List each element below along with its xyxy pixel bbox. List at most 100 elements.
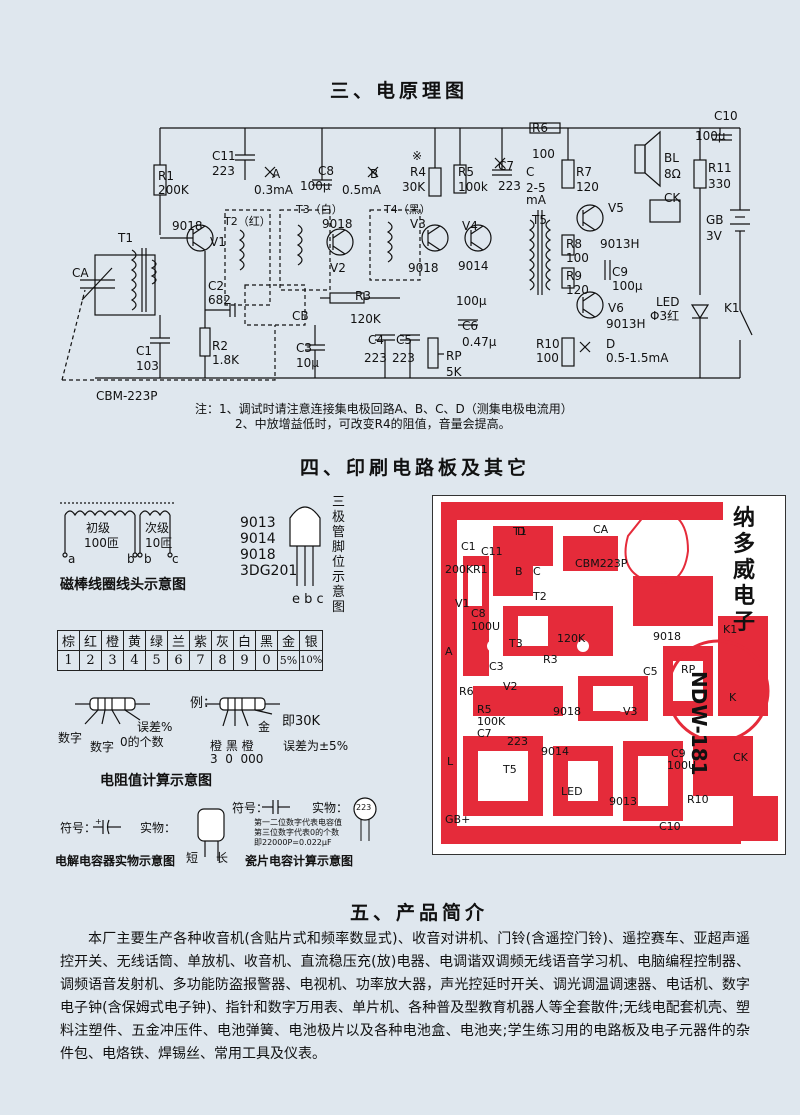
- ceramic-notes: 第一二位数字代表电容值 第三位数字代表0的个数 即22000P=0.022μF: [254, 818, 342, 848]
- schematic-note-2: 2、中放增益低时，可改变R4的阻值，音量会提高。: [235, 417, 511, 431]
- pcb-label-v1: V1: [455, 597, 470, 610]
- label-c5: C5: [396, 333, 413, 347]
- pcb-layout: 纳多威电子 NDW-181 CA CBM223P C11 C1 200K R1 …: [432, 495, 786, 855]
- label-r6-value: 100: [532, 147, 555, 161]
- label-v1-type: 9018: [172, 219, 203, 233]
- color-cell: 棕: [57, 630, 80, 651]
- resistor-band-values: 3 0 000: [210, 752, 264, 766]
- pcb-label-gb: GB+: [445, 813, 471, 826]
- label-b-current: 0.5mA: [342, 183, 381, 197]
- label-c8: C8: [318, 164, 335, 178]
- value-cell: 6: [167, 650, 190, 671]
- label-r6: R6: [532, 121, 548, 135]
- electro-long-label: 长: [216, 851, 229, 865]
- label-c: C: [526, 165, 535, 179]
- label-bl-value: 8Ω: [664, 167, 681, 181]
- label-r10: R10: [536, 337, 560, 351]
- color-code-table: 棕 红 橙 黄 绿 兰 紫 灰 白 黑 金 银 1 2 3 4 5 6 7 8 …: [57, 630, 324, 671]
- color-cell: 红: [79, 630, 102, 651]
- electro-caption: 电解电容器实物示意图: [55, 854, 176, 868]
- label-v3-type: 9018: [408, 261, 439, 275]
- coil-lead-b1: b: [127, 552, 135, 566]
- label-r10-value: 100: [536, 351, 559, 365]
- electro-short-label: 短: [186, 851, 199, 865]
- label-a-current: 0.3mA: [254, 183, 293, 197]
- label-c5-value: 223: [392, 351, 415, 365]
- label-r7: R7: [576, 165, 592, 179]
- pcb-label-9014: 9014: [541, 745, 569, 758]
- coil-lead-c: c: [172, 552, 179, 566]
- ceramic-symbol-label: 符号：: [232, 801, 269, 815]
- label-ck: CK: [664, 191, 681, 205]
- pcb-label-d: D: [517, 525, 526, 538]
- color-cell: 金: [277, 630, 300, 651]
- resistor-digit1-label: 数字: [58, 731, 83, 745]
- transistor-type: 3DG201: [240, 563, 298, 579]
- pcb-traces: [441, 502, 778, 844]
- product-intro-text: 本厂主要生产各种收音机(含贴片式和频率数显式)、收音对讲机、门铃(含遥控门铃)、…: [60, 931, 750, 1062]
- label-r4: R4: [410, 165, 426, 179]
- pcb-label-120k: 120K: [557, 632, 586, 645]
- label-t5: T5: [532, 213, 547, 227]
- pcb-label-223: 223: [507, 735, 528, 748]
- pcb-label-rp: RP: [681, 663, 696, 676]
- label-r3: R3: [355, 289, 371, 303]
- label-led: LED: [656, 295, 680, 309]
- label-v6: V6: [608, 301, 624, 315]
- label-c-current: 2-5 mA: [526, 181, 546, 207]
- resistor-caption: 电阻值计算示意图: [100, 773, 212, 789]
- coil-secondary-turns: 10匝: [145, 536, 173, 550]
- pcb-label-9018a: 9018: [553, 705, 581, 718]
- resistor-zeros-label: 0的个数: [120, 735, 164, 749]
- label-r8: R8: [566, 237, 582, 251]
- label-v3: V3: [410, 217, 426, 231]
- value-cell: 7: [189, 650, 212, 671]
- label-r9-value: 120: [566, 283, 589, 297]
- label-c6-100: 100μ: [456, 294, 487, 308]
- pcb-label-100k: 100K: [477, 715, 506, 728]
- resistor-bands-label: 橙 黑 橙: [210, 739, 254, 753]
- label-c3-value: 10μ: [296, 356, 319, 370]
- label-c3: C3: [296, 341, 313, 355]
- transistor-pins: e b c: [292, 592, 324, 607]
- label-v2: V2: [330, 261, 346, 275]
- pcb-label-100u-b: 100U: [667, 759, 697, 772]
- label-v6-type: 9013H: [606, 317, 646, 331]
- section3-title: 三、电原理图: [330, 80, 469, 102]
- pcb-label-v3: V3: [623, 705, 638, 718]
- ceramic-symbol-icon: [262, 800, 290, 814]
- label-c7-value: 223: [498, 179, 521, 193]
- label-c2: C2: [208, 279, 225, 293]
- pcb-label-k1: K1: [723, 623, 738, 636]
- label-c10-value: 100μ: [695, 129, 726, 143]
- label-c9-value: 100μ: [612, 279, 643, 293]
- pcb-label-c3: C3: [489, 660, 504, 673]
- value-cell: 3: [101, 650, 124, 671]
- pcb-label-r3: R3: [543, 653, 558, 666]
- label-k1: K1: [724, 301, 740, 315]
- pcb-label-l: L: [447, 755, 454, 768]
- label-r1: R1: [158, 169, 174, 183]
- value-cell: 5: [145, 650, 168, 671]
- resistor-digit2-label: 数字: [90, 740, 115, 754]
- transistor-caption: 三极管脚位示意图: [332, 495, 346, 615]
- label-r3-value: 120K: [350, 312, 381, 326]
- pcb-label-ca: CA: [593, 523, 609, 536]
- svg-text:+: +: [95, 818, 102, 826]
- pcb-label-k: K: [729, 691, 737, 704]
- label-d-current: 0.5-1.5mA: [606, 351, 669, 365]
- coil-lead-a: a: [68, 552, 76, 566]
- label-v4-type: 9014: [458, 259, 489, 273]
- color-cell: 黑: [255, 630, 278, 651]
- section5-title: 五、产品简介: [350, 902, 489, 924]
- pcb-label-c5: C5: [643, 665, 658, 678]
- label-r5: R5: [458, 165, 474, 179]
- label-r1-value: 200K: [158, 183, 189, 197]
- transistor-type: 9013: [240, 515, 276, 531]
- value-cell: 10%: [298, 650, 324, 671]
- ceramic-caption: 瓷片电容计算示意图: [245, 854, 354, 868]
- pcb-label-r1: R1: [473, 563, 488, 576]
- pcb-label-v2: V2: [503, 680, 518, 693]
- resistor-icons: [75, 697, 280, 727]
- pcb-label-t3: T3: [509, 637, 523, 650]
